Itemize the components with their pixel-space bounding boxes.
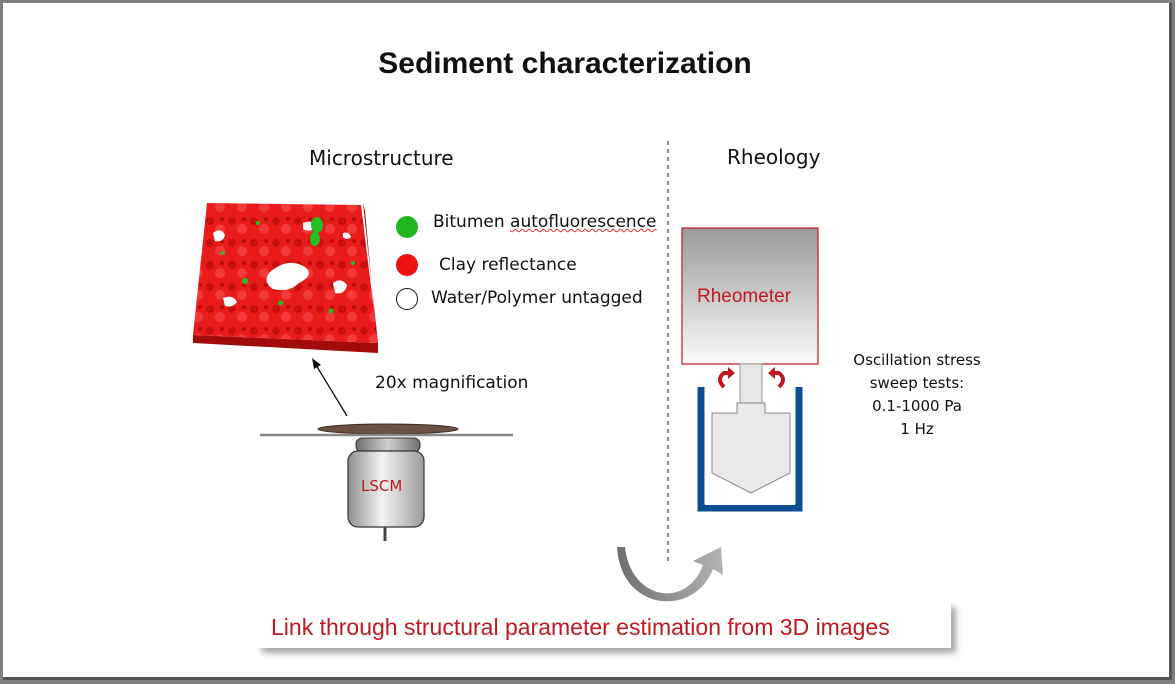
rheometer-diagram — [681, 227, 819, 512]
water-legend-dot — [396, 288, 418, 310]
rheology-heading: Rheology — [727, 145, 821, 169]
lscm-label: LSCM — [361, 477, 403, 495]
slide: Sediment characterization Microstructure… — [3, 3, 1172, 680]
clay-legend-dot — [396, 254, 418, 276]
autofluorescence-word: autofluorescence — [510, 212, 657, 232]
oscillation-line-3: 0.1-1000 Pa — [872, 397, 962, 415]
oscillation-line-1: Oscillation stress — [853, 351, 981, 369]
curved-link-arrow — [617, 547, 723, 602]
oscillation-test-description: Oscillation stress sweep tests: 0.1-1000… — [837, 349, 997, 441]
bitumen-word: Bitumen — [433, 212, 505, 232]
lscm-microscope — [260, 423, 513, 541]
section-divider — [667, 141, 669, 565]
clay-legend-label: Clay reflectance — [439, 255, 577, 275]
microstructure-heading: Microstructure — [309, 146, 454, 170]
bitumen-legend-dot — [396, 216, 418, 238]
rheometer-label: Rheometer — [697, 286, 791, 307]
oscillation-line-2: sweep tests: — [869, 374, 965, 392]
water-legend-label: Water/Polymer untagged — [431, 288, 643, 308]
link-callout-text: Link through structural parameter estima… — [271, 614, 890, 640]
bitumen-legend-label: Bitumen autofluorescence — [433, 212, 657, 232]
link-callout-box — [257, 602, 951, 648]
magnification-arrow — [312, 358, 348, 417]
oscillation-line-4: 1 Hz — [900, 420, 934, 438]
slide-title: Sediment characterization — [378, 47, 752, 80]
magnification-label: 20x magnification — [375, 373, 529, 393]
microstructure-3d-image — [193, 203, 378, 353]
